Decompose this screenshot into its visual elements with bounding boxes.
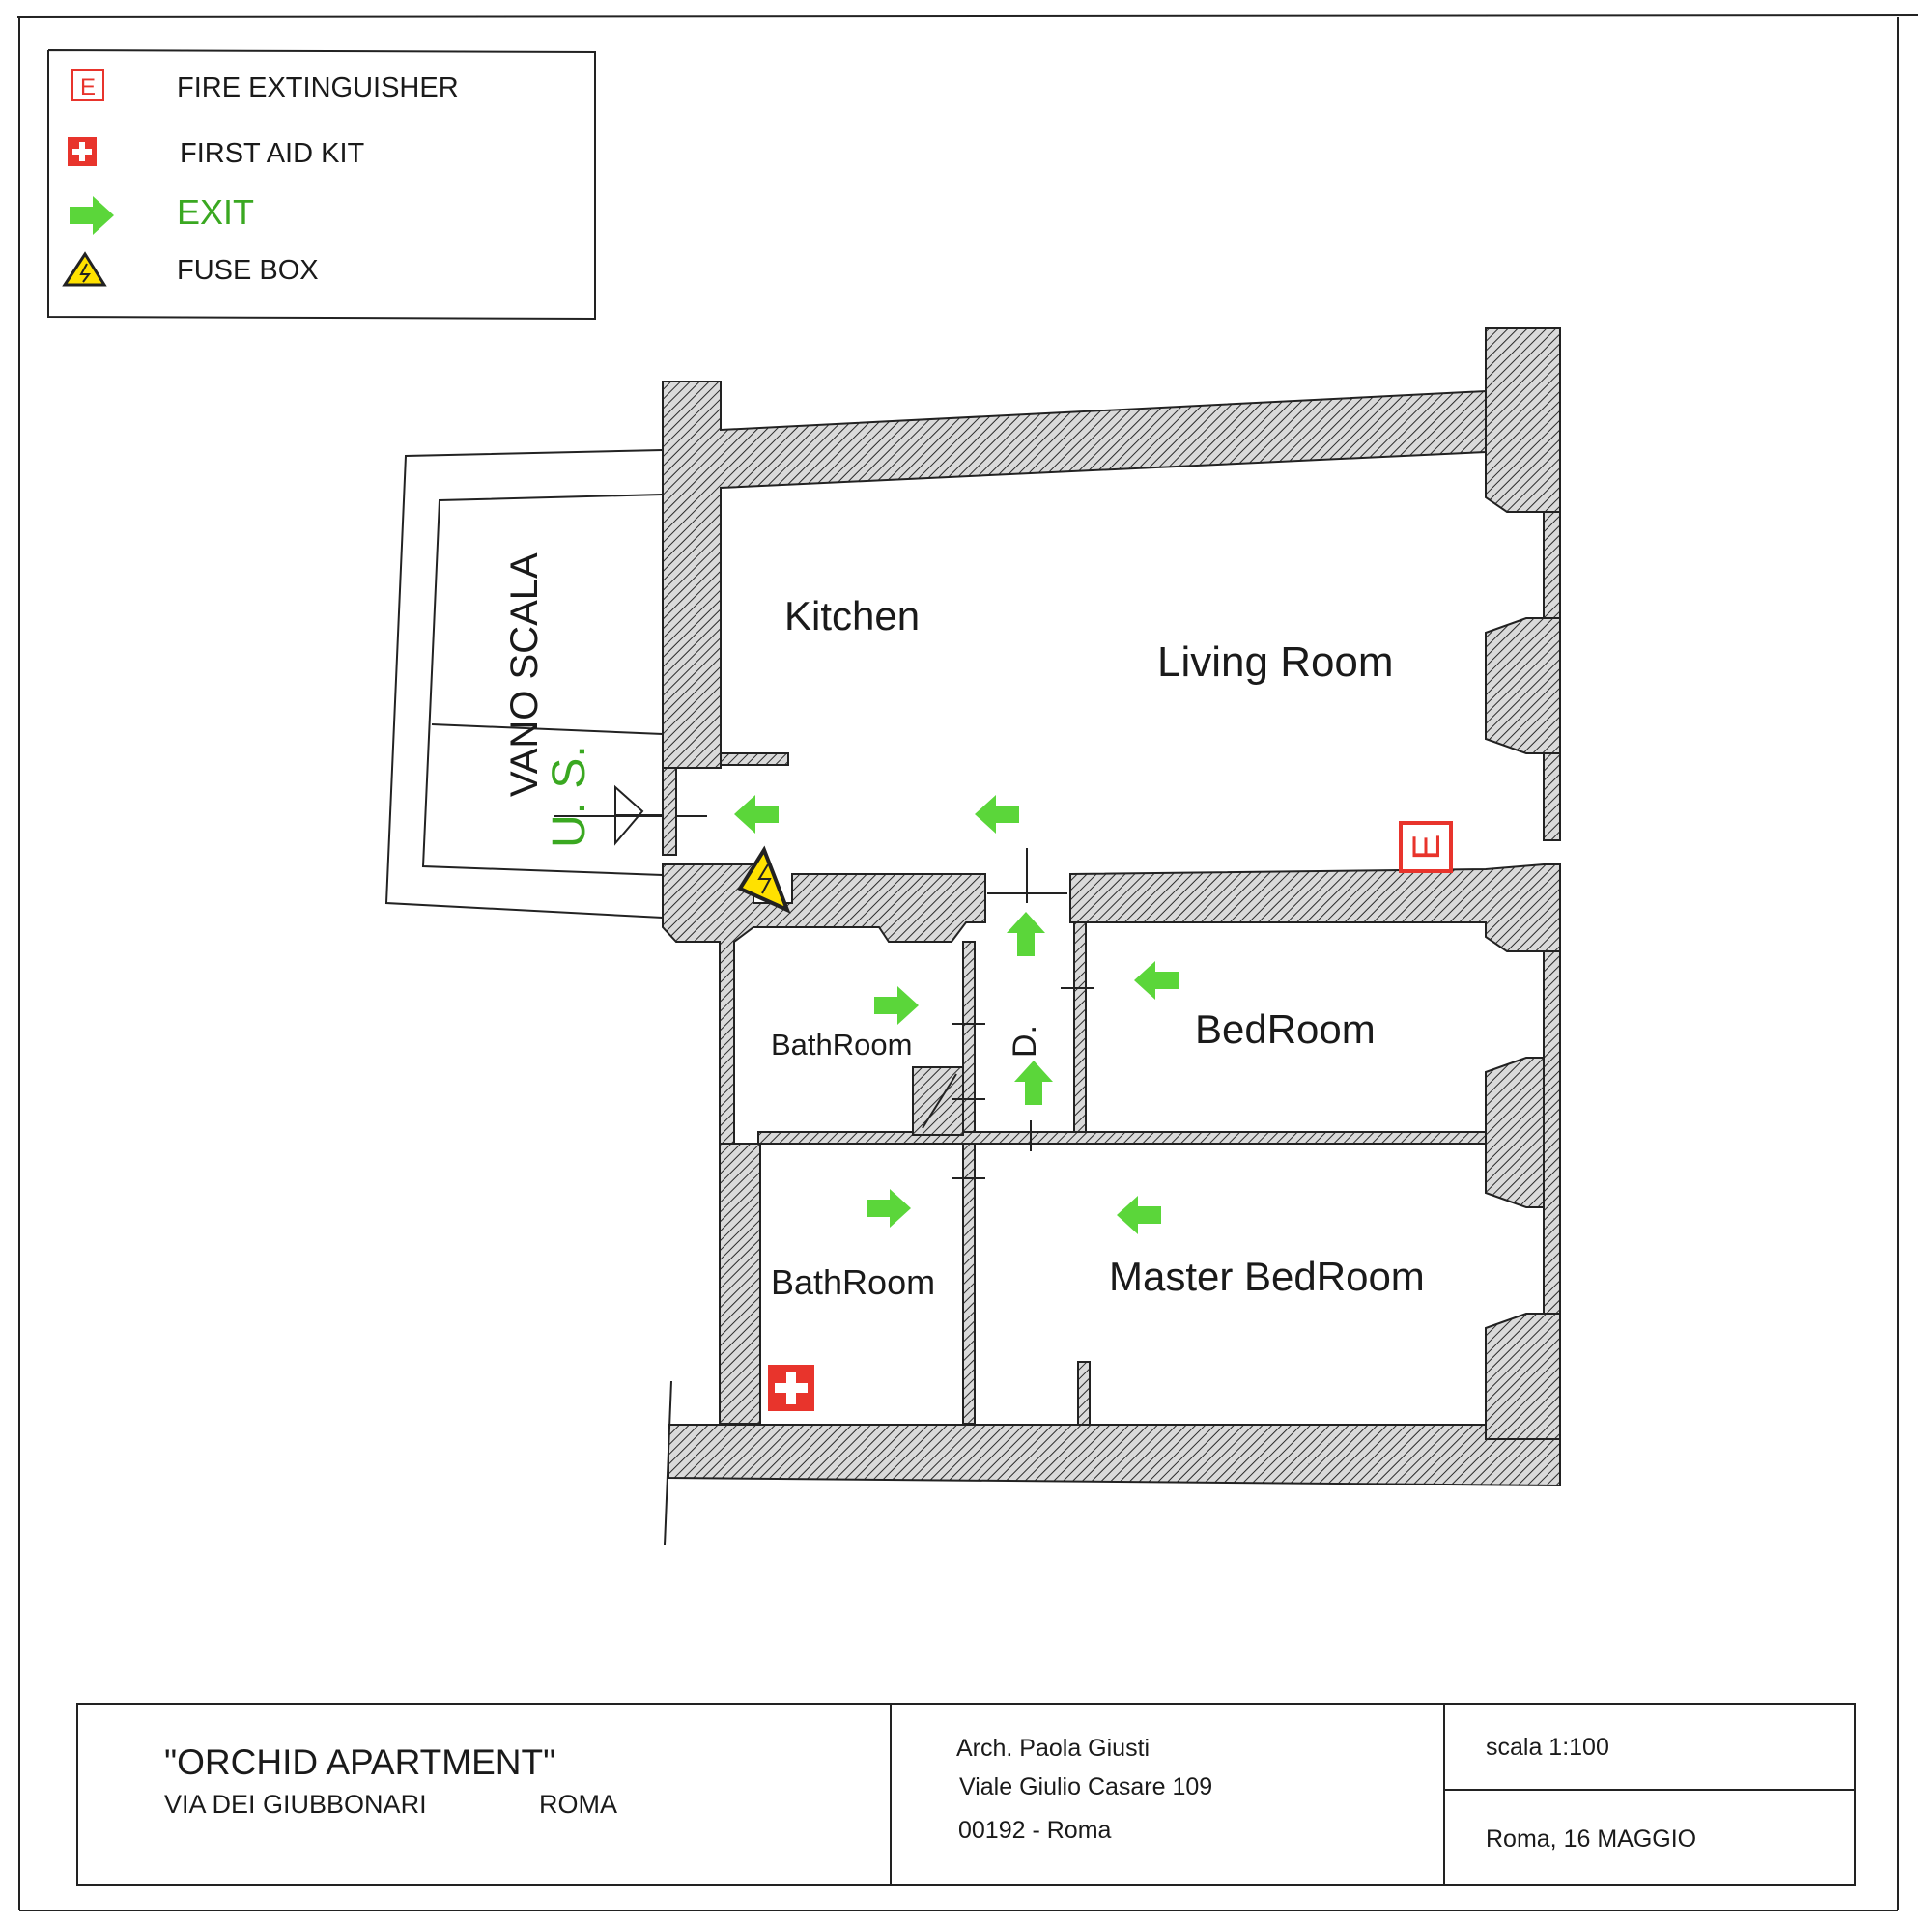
extinguisher-letter-plan: E	[1406, 835, 1448, 861]
walls	[662, 327, 1561, 1487]
wall-master-stub	[1077, 1361, 1091, 1430]
architect-name: Arch. Paola Giusti	[956, 1735, 1150, 1762]
wall-middle-left	[662, 863, 986, 1382]
project-name: "ORCHID APARTMENT"	[164, 1742, 555, 1782]
exit-arrow-icon	[70, 196, 114, 235]
exit-arrow-bathroom-1	[874, 986, 919, 1025]
wall-right-top	[1485, 327, 1561, 513]
site-line	[664, 1380, 672, 1546]
exit-arrow-corridor-bottom	[1014, 1061, 1053, 1105]
wall-right-pier-2	[1485, 617, 1561, 754]
room-label-bathroom-2: BathRoom	[771, 1262, 935, 1302]
first-aid-kit-icon	[68, 137, 97, 166]
exit-arrows	[734, 795, 1179, 1234]
legend-label-fuse-box: FUSE BOX	[177, 255, 319, 286]
fire-extinguisher-icon-plan: E	[1399, 821, 1453, 873]
legend-label-first-aid-kit: FIRST AID KIT	[180, 138, 365, 169]
shaft-diagonal	[922, 1073, 957, 1129]
exit-arrow-master	[1117, 1196, 1161, 1234]
page-border	[16, 14, 1918, 1911]
exit-arrow-corridor-top	[1007, 912, 1045, 956]
fuse-box-icon	[62, 251, 107, 287]
room-label-bathroom-1: BathRoom	[771, 1028, 912, 1061]
project-street: VIA DEI GIUBBONARI	[164, 1790, 427, 1819]
wall-kitchen-stub	[720, 752, 789, 766]
stairwell-outline	[384, 449, 707, 919]
legend-label-fire-extinguisher: FIRE EXTINGUISHER	[177, 72, 459, 103]
fuse-box-icon-plan	[737, 845, 791, 914]
project-city: ROMA	[539, 1790, 617, 1819]
exit-arrow-living	[975, 795, 1019, 834]
wall-shaft	[912, 1066, 964, 1136]
room-label-kitchen: Kitchen	[784, 593, 920, 638]
exit-arrow-kitchen	[734, 795, 779, 834]
architect-postal: 00192 - Roma	[958, 1817, 1112, 1844]
room-label-corridor: D.	[1007, 1025, 1043, 1058]
wall-top-left	[662, 381, 1487, 769]
room-label-us: U. S.	[544, 745, 595, 848]
wall-left-door-jamb	[662, 767, 677, 856]
room-label-living-room: Living Room	[1157, 638, 1394, 686]
drawing-date: Roma, 16 MAGGIO	[1486, 1825, 1696, 1853]
room-label-master-bedroom: Master BedRoom	[1109, 1254, 1425, 1299]
wall-middle-right	[1069, 863, 1561, 952]
first-aid-kit-icon-plan	[768, 1365, 814, 1411]
exit-arrow-bedroom	[1134, 961, 1179, 1000]
room-label-vano-scala: VANO SCALA	[503, 552, 546, 797]
architect-address: Viale Giulio Casare 109	[959, 1773, 1212, 1800]
legend-label-exit: EXIT	[177, 192, 254, 232]
title-block	[76, 1703, 1856, 1886]
wall-bottom	[668, 1424, 1561, 1487]
drawing-scale: scala 1:100	[1486, 1734, 1609, 1761]
wall-bath2-master	[962, 1143, 976, 1425]
door-marks	[952, 848, 1094, 1179]
wall-left-lower	[719, 1143, 761, 1425]
exit-arrow-bathroom-2	[867, 1189, 911, 1228]
fire-extinguisher-icon: E	[71, 69, 104, 101]
wall-bath-divider	[757, 1131, 1493, 1145]
legend-box: E FIRE EXTINGUISHER FIRST AID KIT EXIT F…	[47, 49, 596, 321]
wall-corridor-right	[1073, 921, 1087, 1136]
room-label-bedroom: BedRoom	[1195, 1006, 1376, 1052]
wall-corridor-left	[962, 941, 976, 1136]
wall-right-pier-4	[1485, 1313, 1561, 1440]
extinguisher-letter: E	[80, 74, 96, 100]
